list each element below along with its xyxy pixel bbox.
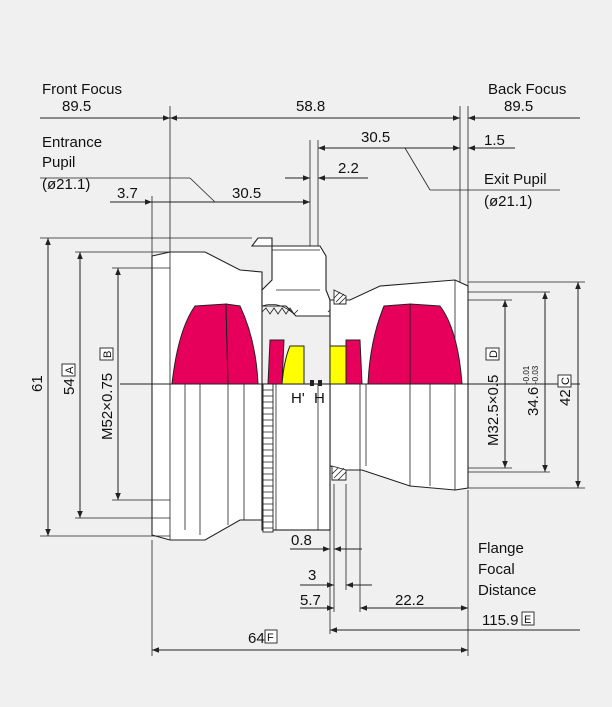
front-focus-label: Front Focus: [42, 81, 122, 98]
dim-42: 42: [557, 389, 574, 406]
front-element-1: [171, 303, 229, 385]
dim-30-5-mid: 30.5: [232, 185, 261, 202]
thread-m52: M52×0.75: [99, 373, 116, 440]
back-focus-label: Back Focus: [488, 81, 566, 98]
thread-m32: M32.5×0.5: [485, 375, 502, 446]
datum-e: E: [524, 614, 531, 626]
entrance-pupil-label: Entrance: [42, 134, 102, 151]
lens-elements: [171, 303, 463, 385]
dim-2-2: 2.2: [338, 160, 359, 177]
dim-1-5: 1.5: [484, 132, 505, 149]
dim-54: 54: [61, 378, 78, 395]
datum-f: F: [267, 632, 274, 644]
lens-body: [151, 237, 469, 541]
entrance-pupil-diameter: (ø21.1): [42, 176, 90, 193]
dim-115-9: 115.9: [482, 612, 518, 629]
dim-0-8: 0.8: [291, 532, 312, 549]
rear-element-3: [367, 303, 411, 385]
dimension-labels: Front Focus 89.5 Back Focus 89.5 58.8 En…: [29, 81, 574, 647]
dim-34-6: 34.6: [525, 387, 542, 416]
flange-label-3: Distance: [478, 582, 536, 599]
datum-b: B: [102, 351, 114, 358]
dim-3-7: 3.7: [117, 185, 138, 202]
rear-element-2: [345, 339, 363, 385]
length-dimension: 58.8: [296, 98, 325, 115]
front-element-3: [267, 339, 285, 385]
dim-61: 61: [29, 375, 46, 392]
dim-22-2: 22.2: [395, 592, 424, 609]
principal-point-h-prime: H': [291, 390, 305, 407]
front-element-4: [281, 345, 305, 385]
principal-point-h: H: [314, 390, 325, 407]
front-focus-value: 89.5: [62, 98, 91, 115]
dim-64: 64: [248, 630, 265, 647]
dim-5-7: 5.7: [300, 592, 321, 609]
dim-30-5-top: 30.5: [361, 129, 390, 146]
dim-3: 3: [308, 567, 316, 584]
back-focus-value: 89.5: [504, 98, 533, 115]
dimension-lines: [40, 106, 585, 656]
datum-c: C: [560, 377, 572, 385]
flange-label-1: Flange: [478, 540, 524, 557]
aperture-ring-knurl: [262, 383, 274, 533]
tolerance-lower: -0.03: [531, 365, 540, 384]
flange-label-2: Focal: [478, 561, 515, 578]
tolerance-upper: -0.01: [522, 365, 531, 384]
exit-pupil-diameter: (ø21.1): [484, 193, 532, 210]
datum-d: D: [488, 350, 500, 358]
exit-pupil-label: Exit Pupil: [484, 171, 547, 188]
datum-a: A: [64, 366, 76, 374]
entrance-pupil-label-2: Pupil: [42, 154, 75, 171]
